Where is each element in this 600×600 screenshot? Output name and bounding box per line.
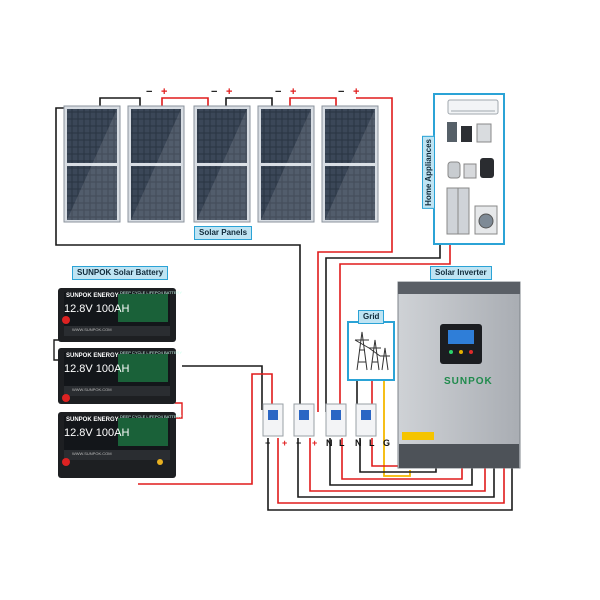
battery-3-rating: 12.8V 100AH [64, 427, 130, 439]
battery-2 [58, 348, 176, 404]
battery-1-website: WWW.SUNPOK.COM [72, 327, 112, 332]
battery-3-brand: SUNPOK ENERGY [66, 417, 119, 423]
solar-panel-4 [257, 105, 315, 223]
blender-icon [447, 122, 457, 142]
breaker-pv [293, 403, 315, 437]
panel5-negative-mark: − [338, 86, 345, 98]
solar-panels-label: Solar Panels [194, 226, 253, 240]
home-live-wire [339, 236, 451, 412]
panel3-positive-mark: + [226, 86, 233, 98]
coffee-maker-icon [461, 126, 472, 142]
air-conditioner-icon [447, 99, 499, 115]
solar-panel-1 [63, 105, 121, 223]
breaker-label-bat-pos: + [282, 438, 288, 448]
battery-2-website: WWW.SUNPOK.COM [72, 387, 112, 392]
home-neutral-wire [325, 236, 441, 412]
solar-panel-5 [321, 105, 379, 223]
grid-tower-panel [347, 321, 395, 381]
breaker-label-pv-neg: − [296, 438, 302, 448]
panel4-negative-mark: − [275, 86, 282, 98]
battery-series-link-1 [53, 339, 59, 361]
pv-positive-wire [317, 97, 393, 412]
food-processor-icon [476, 123, 492, 143]
battery-3-type: DEEP CYCLE LIFEPO4 BATTERY [120, 414, 183, 419]
breaker-ac-input [355, 403, 377, 437]
home-appliances-panel [433, 93, 505, 245]
battery-1-type: DEEP CYCLE LIFEPO4 BATTERY [120, 290, 183, 295]
solar-panel-2 [127, 105, 185, 223]
panel4-positive-mark: + [290, 86, 297, 98]
breaker-label-in-l: L [369, 438, 375, 448]
battery-3-website: WWW.SUNPOK.COM [72, 451, 112, 456]
battery-1-rating: 12.8V 100AH [64, 303, 130, 315]
battery-1 [58, 288, 176, 342]
battery-negative-wire [182, 365, 263, 410]
kettle-icon [447, 161, 461, 179]
breaker-label-ground: G [383, 438, 391, 448]
solar-panel-3 [193, 105, 251, 223]
solar-inverter [397, 281, 521, 469]
breaker-label-out-l: L [339, 438, 345, 448]
pv-negative-wire [55, 107, 301, 412]
battery-positive-wire [138, 373, 273, 485]
battery-3 [58, 412, 176, 478]
panel-link-4 [289, 97, 337, 106]
battery-2-rating: 12.8V 100AH [64, 363, 130, 375]
home-appliances-label: Home Appliances [422, 136, 435, 209]
battery-2-brand: SUNPOK ENERGY [66, 353, 119, 359]
breaker-ac-output [325, 403, 347, 437]
battery-1-brand: SUNPOK ENERGY [66, 293, 119, 299]
panel5-positive-mark: + [353, 86, 360, 98]
battery-label: SUNPOK Solar Battery [72, 266, 169, 280]
breaker-label-bat-neg: − [265, 438, 271, 448]
battery-series-link-2 [175, 402, 183, 419]
panel3-negative-mark: − [211, 86, 218, 98]
panel-link-3 [225, 97, 273, 106]
battery-2-type: DEEP CYCLE LIFEPO4 BATTERY [120, 350, 183, 355]
grid-label: Grid [358, 310, 385, 324]
breaker-label-pv-pos: + [312, 438, 318, 448]
panel2-negative-mark: − [146, 86, 153, 98]
panel-series-wires [99, 97, 337, 106]
grid-ground-wire [383, 378, 411, 477]
toaster-icon [463, 163, 477, 179]
panel2-positive-mark: + [161, 86, 168, 98]
breaker-battery [262, 403, 284, 437]
air-fryer-icon [480, 158, 494, 178]
breaker-label-in-n: N [355, 438, 362, 448]
inverter-logo: SUNPOK [444, 376, 493, 387]
panel-link-2 [161, 97, 209, 106]
inverter-label: Solar Inverter [430, 266, 492, 280]
panel-link-1 [99, 97, 141, 106]
breaker-label-out-n: N [326, 438, 333, 448]
